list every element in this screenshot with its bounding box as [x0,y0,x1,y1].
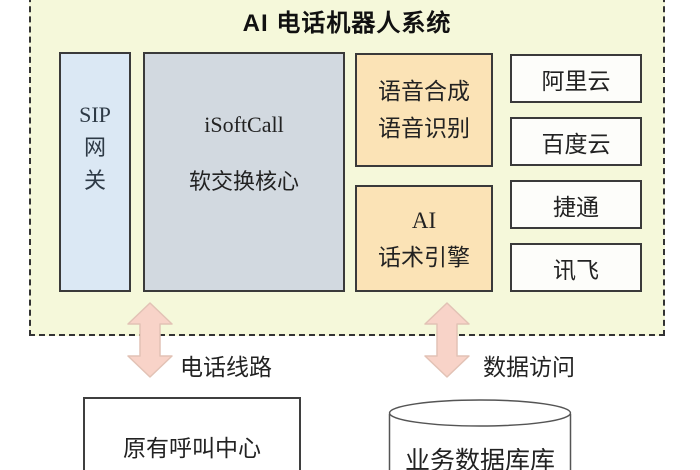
call-center-label: 原有呼叫中心 [123,436,261,461]
phone-line-label: 电话线路 [180,355,272,380]
vendor-box-xunfei: 讯飞 [510,243,642,292]
vendor-label: 捷通 [553,194,599,220]
ai-dialog-engine-line2: 话术引擎 [378,244,470,270]
database-cylinder-icon [388,399,572,470]
bidirectional-arrow-phone-line-icon [127,302,173,378]
softswitch-core-box: iSoftCall 软交换核心 [143,52,345,292]
sip-gateway-line2: 网 [83,135,106,160]
ai-dialog-engine-line1: AI [411,207,437,233]
sip-gateway-line3: 关 [83,168,106,193]
speech-engine-box: 语音合成 语音识别 [355,53,493,167]
sip-gateway-line1: SIP [79,102,111,127]
data-access-label: 数据访问 [483,355,575,380]
database-label: 业务数据库库 [404,448,555,470]
sip-gateway-box: SIP 网 关 [59,52,131,292]
softswitch-core-subtitle: 软交换核心 [188,169,299,194]
vendor-box-jietong: 捷通 [510,180,642,229]
vendor-label: 阿里云 [541,68,611,94]
vendor-label: 百度云 [541,131,611,157]
ai-dialog-engine-box: AI 话术引擎 [355,185,493,292]
vendor-box-baiduyun: 百度云 [510,117,642,166]
vendor-label: 讯飞 [553,257,599,283]
vendor-box-aliyun: 阿里云 [510,54,642,103]
bidirectional-arrow-data-access-icon [424,302,470,378]
system-title: AI 电话机器人系统 [242,10,452,37]
softswitch-core-name: iSoftCall [204,112,284,137]
speech-engine-line2: 语音识别 [378,116,470,141]
call-center-box: 原有呼叫中心 [83,397,301,470]
speech-engine-line1: 语音合成 [378,79,470,104]
